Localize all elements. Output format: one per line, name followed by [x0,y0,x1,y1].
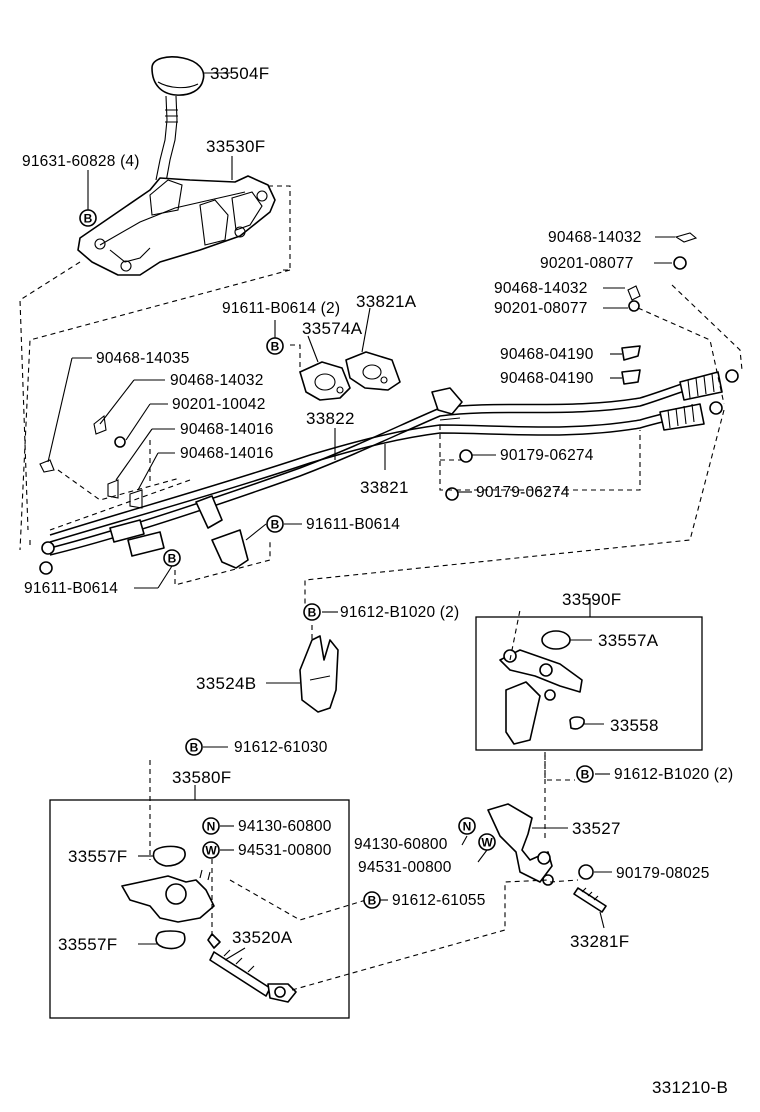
label-90468-04190-a: 90468-04190 [500,346,594,363]
label-91611-b0614-left: 91611-B0614 [24,580,118,597]
lever-33527-part [487,803,554,886]
label-94130-60800-right: 94130-60800 [354,836,448,853]
label-91612-61055: 91612-61055 [392,892,486,909]
label-91612-b1020-right: 91612-B1020 (2) [614,766,733,783]
shift-knob [151,56,205,96]
nut-90179-08025-part [578,864,594,880]
label-33821: 33821 [360,478,409,497]
marker-b-mid-bolt: B [266,515,284,533]
label-33590f: 33590F [562,590,621,609]
marker-b-bracket-bolt: B [266,337,284,355]
label-33524b: 33524B [196,674,256,693]
leader-lines [47,72,675,961]
lever-assy-33590f-box [475,616,703,751]
label-91611-b0614-mid: 91611-B0614 [306,516,400,533]
svg-text:B: B [581,768,590,782]
label-94531-00800-left: 94531-00800 [238,842,332,859]
marker-b-right-bolts: B [576,765,594,783]
label-33504f: 33504F [210,64,269,83]
label-90468-14032-mid: 90468-14032 [494,280,588,297]
label-33281f: 33281F [570,932,629,951]
lever-assy-33580f-part [121,845,215,950]
marker-b-bottom-bolt-2: B [363,891,381,909]
retainer-33574a-part [299,361,351,401]
label-91612-61030: 91612-61030 [234,739,328,756]
label-33557a: 33557A [598,631,659,650]
label-33527: 33527 [572,819,621,838]
marker-n-bottom-right: N [458,817,476,835]
shift-cables [39,369,739,575]
label-33580f: 33580F [172,768,231,787]
label-91631-60828: 91631-60828 (4) [22,153,140,170]
label-90179-06274-b: 90179-06274 [476,484,570,501]
marker-b-bottom-bolt-1: B [185,738,203,756]
svg-text:N: N [463,820,472,834]
part-labels: 33504F 33530F 91631-60828 (4) 90468-1403… [22,64,733,1097]
label-33821a: 33821A [356,292,417,311]
label-91612-b1020-bracket: 91612-B1020 (2) [340,604,459,621]
svg-text:B: B [308,606,317,620]
marker-w-bottom-right: W [478,833,496,851]
svg-text:B: B [368,894,377,908]
label-90179-06274-a: 90179-06274 [500,447,594,464]
lever-assy-33590f-part [499,630,585,745]
small-clips [39,232,698,509]
label-90468-14032-left: 90468-14032 [170,372,264,389]
pin-33281f-part [573,887,607,913]
label-33520a: 33520A [232,928,293,947]
label-90201-08077-top: 90201-08077 [540,255,634,272]
label-33557f-b: 33557F [58,935,117,954]
label-33574a: 33574A [302,319,363,338]
svg-text:N: N [207,820,216,834]
label-90468-14035: 90468-14035 [96,350,190,367]
svg-text:W: W [481,836,493,850]
label-90179-08025: 90179-08025 [616,865,710,882]
label-90468-14032-top: 90468-14032 [548,229,642,246]
label-94531-00800-right: 94531-00800 [358,859,452,876]
svg-text:B: B [271,518,280,532]
marker-b-lever-bolt: B [79,209,97,227]
lever-assy-33580f-box [49,799,350,1019]
label-90468-14016-a: 90468-14016 [180,421,274,438]
marker-w-bottom-left: W [202,841,220,859]
label-90201-10042: 90201-10042 [172,396,266,413]
shift-lever-shaft [155,95,178,183]
label-33822: 33822 [306,409,355,428]
diagram-code: 331210-B [652,1078,728,1097]
svg-text:W: W [205,844,217,858]
marker-b-left-bolt: B [163,549,181,567]
label-90468-14016-b: 90468-14016 [180,445,274,462]
label-90468-04190-b: 90468-04190 [500,370,594,387]
label-94130-60800-left: 94130-60800 [238,818,332,835]
rod-33520a-part [207,933,297,1003]
svg-text:B: B [168,552,177,566]
retainer-33821a-part [345,351,401,391]
label-90201-08077-mid: 90201-08077 [494,300,588,317]
label-91611-b0614-2: 91611-B0614 (2) [222,300,340,317]
svg-text:B: B [271,340,280,354]
svg-text:B: B [190,741,199,755]
shift-lever-housing [77,175,276,276]
label-33558: 33558 [610,716,659,735]
marker-b-bracket-bolts: B [303,603,321,621]
assembly-lines [19,185,743,991]
marker-n-bottom-left: N [202,817,220,835]
label-33557f-a: 33557F [68,847,127,866]
label-33530f: 33530F [206,137,265,156]
svg-text:B: B [84,212,93,226]
bracket-33524b-part [299,635,339,713]
